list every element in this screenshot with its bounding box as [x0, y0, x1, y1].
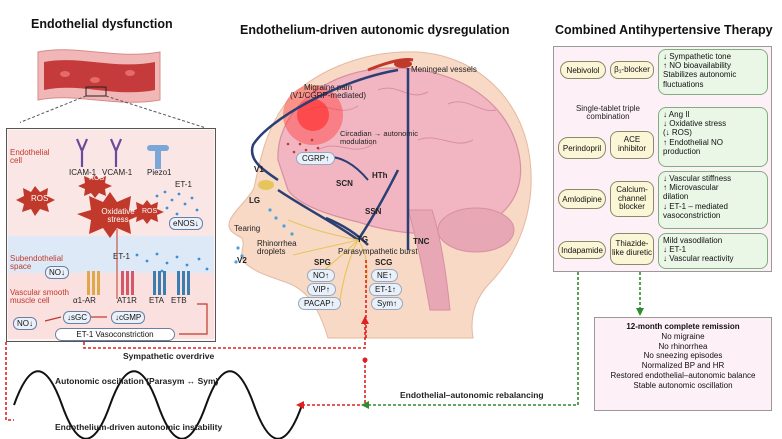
- pacap-badge: PACAP↑: [298, 297, 341, 310]
- et1-dots-icon: [135, 252, 209, 273]
- instability-label: Endothelium-driven autonomic instability: [55, 422, 223, 432]
- lg-label: LG: [249, 196, 261, 205]
- center-title: Endothelium-driven autonomic dysregulati…: [240, 23, 510, 37]
- ros-label-3: ROS: [142, 208, 158, 215]
- piezo-label: Piezo1: [147, 168, 172, 177]
- tearing-label: Tearing: [234, 224, 261, 233]
- blood-vessel-illustration: [20, 49, 207, 129]
- class-thiazide: Thiazide-like diuretic: [610, 233, 654, 265]
- et1-label-endo: ET-1: [175, 180, 192, 189]
- class-beta-blocker: β₁-blocker: [610, 61, 654, 79]
- endothelial-dysfunction-panel: Endothelial cell Subendothelial space Va…: [6, 128, 216, 342]
- remission-item: No rhinorrhea: [658, 341, 708, 351]
- ros-label-2: ROS: [89, 175, 105, 182]
- left-title: Endothelial dysfunction: [31, 17, 173, 31]
- et1-up-badge: ET-1↑: [369, 283, 402, 296]
- remission-box: 12-month complete remission No migraine …: [594, 317, 772, 411]
- gpcr-receptors-icon: [87, 271, 190, 295]
- cgrp-badge: CGRP↑: [296, 152, 336, 165]
- ssn-label: SSN: [365, 207, 382, 216]
- v1-label: V1: [254, 165, 264, 174]
- effects-perindopril: ↓ Ang II↓ Oxidative stress (↓ ROS)↑ Endo…: [658, 107, 768, 167]
- scg-label: SCG: [375, 258, 393, 267]
- vasoconstriction-badge: ET-1 Vasoconstriction: [55, 328, 175, 341]
- vcam-label: VCAM-1: [102, 168, 133, 177]
- class-ace-inhibitor: ACE inhibitor: [610, 131, 654, 159]
- circadian-label: Circadian → autonomic modulation: [340, 129, 418, 146]
- vip-badge: VIP↑: [307, 283, 336, 296]
- etb-label: ETB: [171, 296, 187, 305]
- ne-badge: NE↑: [371, 269, 399, 282]
- zone-label-subendothelial: Subendothelial space: [10, 254, 63, 272]
- parasym-burst-label: Parasympathetic burst: [338, 247, 418, 256]
- drug-nebivolol: Nebivolol: [560, 61, 606, 79]
- right-title: Combined Antihypertensive Therapy: [555, 23, 773, 37]
- class-ccb: Calcium-channel blocker: [610, 181, 654, 217]
- remission-item: Normalized BP and HR: [641, 361, 725, 370]
- remission-item: No sneezing episodes: [643, 351, 723, 361]
- cgmp-badge: ↓cGMP: [111, 311, 146, 324]
- sgc-badge: ↓sGC: [63, 311, 91, 324]
- effects-amlodipine: ↓ Vascular stiffness↑ Microvascular dila…: [658, 171, 768, 229]
- no-up-badge: NO↑: [307, 269, 335, 282]
- migraine-label: Migraine pain (V1/CGRP-mediated): [289, 83, 367, 101]
- therapy-panel: Nebivolol β₁-blocker ↓ Sympathetic tone↑…: [553, 46, 772, 272]
- sym-badge: Sym↑: [371, 297, 403, 310]
- meningeal-label: Meningeal vessels: [411, 65, 477, 74]
- eta-label: ETA: [149, 296, 164, 305]
- hth-label: HTh: [372, 171, 388, 180]
- zone-label-vsm: Vascular smooth muscle cell: [10, 288, 69, 306]
- drug-perindopril: Perindopril: [558, 137, 606, 159]
- remission-item: No migraine: [661, 331, 705, 341]
- enos-badge: eNOS↓: [169, 217, 203, 230]
- a1ar-label: α1-AR: [73, 296, 96, 305]
- drug-indapamide: Indapamide: [558, 241, 606, 259]
- tnc-label: TNC: [413, 237, 430, 246]
- scn-label: SCN: [336, 179, 353, 188]
- sympathetic-overdrive-label: Sympathetic overdrive: [123, 351, 215, 361]
- et1-label-sub: ET-1: [113, 252, 130, 261]
- spg-label: SPG: [314, 258, 331, 267]
- icam-label: ICAM-1: [69, 168, 97, 177]
- single-tablet-label: Single-tablet triple combination: [575, 104, 641, 122]
- ros-label-1: ROS: [31, 194, 49, 203]
- remission-item: Stable autonomic oscillation: [633, 380, 733, 390]
- rebalancing-label: Endothelial–autonomic rebalancing: [400, 390, 544, 400]
- left-panel-arrows: [44, 229, 208, 335]
- effects-indapamide: Mild vasodilation↓ ET-1 ↓ Vascular react…: [658, 233, 768, 269]
- oscillation-label: Autonomic oscillation (Parasym ↔ Sym): [55, 376, 219, 386]
- head-anatomy-illustration: [228, 51, 532, 340]
- drug-amlodipine: Amlodipine: [558, 189, 606, 209]
- no-sub-badge: NO↓: [45, 266, 69, 279]
- oxidative-stress-label: Oxidative stress: [101, 207, 135, 225]
- v2-label: V2: [237, 256, 247, 265]
- remission-title: 12-month complete remission: [626, 322, 740, 331]
- rhinorrhea-label: Rhinorrhea droplets: [257, 239, 297, 257]
- no-vsm-badge: NO↓: [13, 317, 37, 330]
- zone-label-endothelial: Endothelial cell: [10, 148, 50, 166]
- effects-nebivolol: ↓ Sympathetic tone↑ NO bioavailability S…: [658, 49, 768, 95]
- tg-label: TG: [357, 235, 369, 244]
- at1r-label: AT1R: [117, 296, 137, 305]
- ros-bursts-icon: [16, 174, 199, 238]
- subendothelial-zone: [8, 236, 214, 273]
- remission-item: Restored endothelial–autonomic balance: [610, 370, 756, 380]
- adhesion-receptors-icon: [75, 138, 169, 169]
